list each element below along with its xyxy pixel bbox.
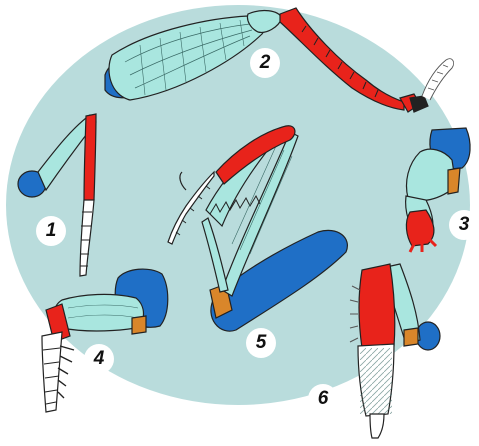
leg-1-tibia <box>84 114 96 202</box>
leg-3-trochanter <box>448 168 460 194</box>
leg-6-tarsus-texture <box>360 348 392 414</box>
leg-2-antenna-tip <box>422 59 454 100</box>
leg-6-tibia <box>359 264 395 348</box>
leg-label-2: 2 <box>250 48 280 78</box>
leg-label-4: 4 <box>84 344 114 374</box>
leg-4-trochanter <box>132 316 146 334</box>
leg-label-3: 3 <box>449 210 479 240</box>
leg-label-1: 1 <box>36 216 66 246</box>
leg-6-trochanter <box>404 328 418 346</box>
leg-label-6: 6 <box>308 384 338 414</box>
leg-label-5: 5 <box>246 328 276 358</box>
